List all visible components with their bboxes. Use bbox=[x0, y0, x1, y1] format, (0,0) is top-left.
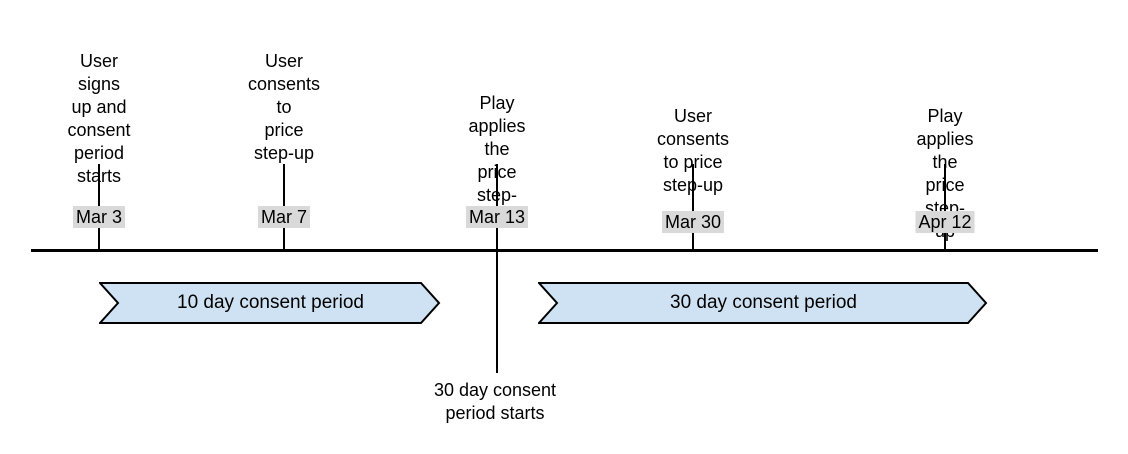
event-date-chip: Mar 7 bbox=[257, 206, 311, 228]
event-date-chip: Mar 13 bbox=[465, 206, 529, 228]
event-label: User consents to price step-up bbox=[247, 51, 321, 163]
period-start-note: 30 day consent period starts bbox=[433, 380, 557, 423]
consent-period-arrow-10day bbox=[99, 282, 441, 324]
period-start-connector-line bbox=[496, 251, 498, 373]
event-label: User consents to price step-up bbox=[656, 106, 730, 195]
event-tick-line bbox=[692, 164, 694, 251]
timeline-axis-line bbox=[31, 249, 1098, 252]
event-date-chip: Mar 30 bbox=[661, 211, 725, 233]
event-tick-line bbox=[944, 164, 946, 251]
event-date-chip: Mar 3 bbox=[72, 206, 126, 228]
event-date-chip: Apr 12 bbox=[915, 211, 975, 233]
consent-period-arrow-30day bbox=[538, 282, 988, 324]
event-label: User signs up and consent period starts bbox=[67, 51, 131, 186]
